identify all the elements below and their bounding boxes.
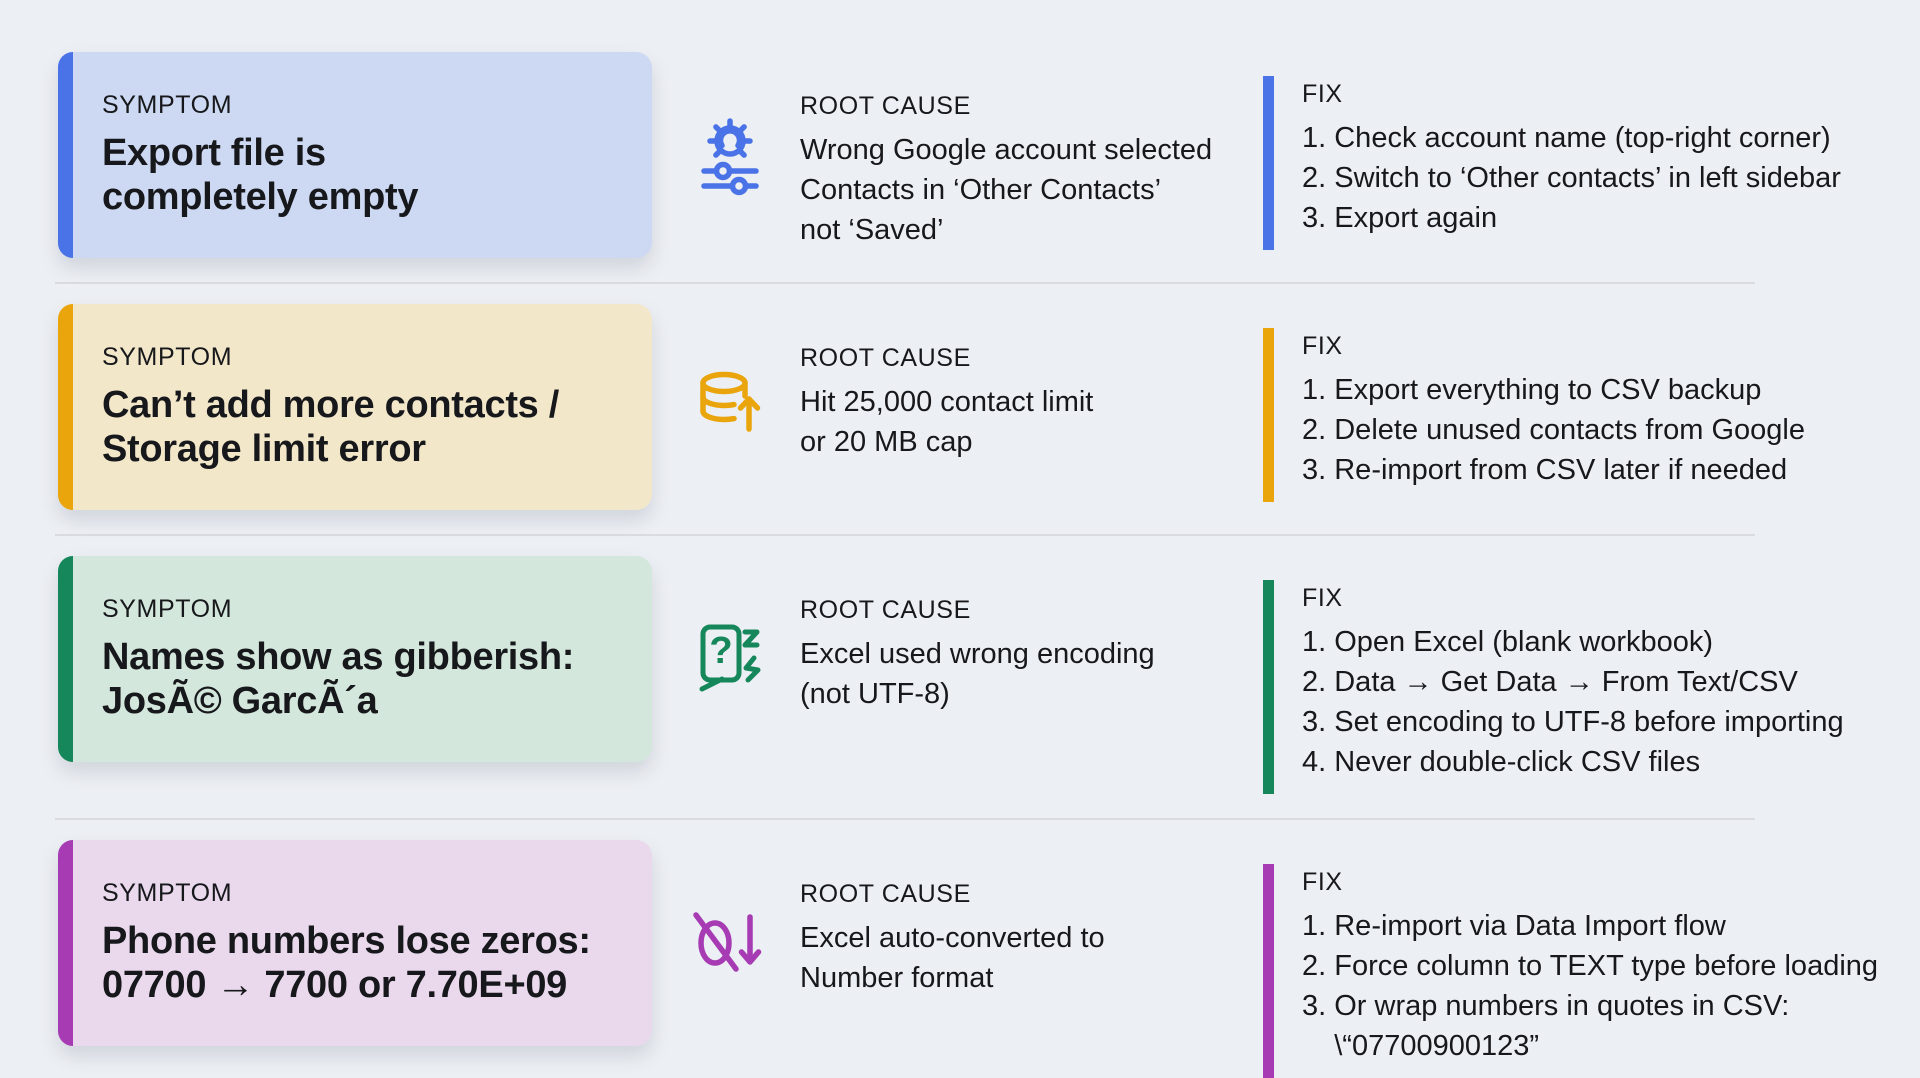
fix-label: FIX (1302, 80, 1343, 108)
symptom-title: Can’t add more contacts / Storage limit … (102, 383, 560, 470)
root-cause-label: ROOT CAUSE (800, 92, 971, 120)
zero-slash-icon (690, 902, 770, 986)
fix-step: 3. Export again (1302, 202, 1498, 235)
fix-step: 2. Delete unused contacts from Google (1302, 414, 1805, 447)
fix-block: FIX 1. Open Excel (blank workbook) 2. Da… (1263, 580, 1844, 795)
gear-sliders-icon (690, 114, 770, 198)
symptom-card: SYMPTOM Export file is completely empty (58, 52, 652, 258)
root-cause-block: ROOT CAUSE Wrong Google account selected… (690, 52, 1225, 250)
root-cause-text-group: ROOT CAUSE Excel used wrong encoding (no… (800, 596, 1155, 714)
fix-step: 3. Set encoding to UTF-8 before importin… (1302, 706, 1844, 739)
symptom-label: SYMPTOM (102, 878, 233, 907)
accent-bar (58, 840, 73, 1047)
row-divider (55, 818, 1755, 821)
fix-step: 2. Force column to TEXT type before load… (1302, 950, 1879, 983)
root-cause-label: ROOT CAUSE (800, 880, 971, 909)
accent-bar (58, 52, 73, 258)
root-cause-label: ROOT CAUSE (800, 344, 971, 372)
troubleshooting-row: SYMPTOM Export file is completely empty (0, 52, 1920, 258)
symptom-card: SYMPTOM Names show as gibberish: JosÃ© G… (58, 556, 652, 762)
symptom-card: SYMPTOM Can’t add more contacts / Storag… (58, 304, 652, 510)
database-capacity-icon (690, 366, 770, 450)
symptom-label: SYMPTOM (102, 90, 233, 119)
fix-label: FIX (1302, 332, 1343, 360)
root-cause-text: Excel auto-converted to Number format (800, 922, 1105, 995)
fix-block: FIX 1. Re-import via Data Import flow 2.… (1263, 864, 1878, 1078)
root-cause-text: Hit 25,000 contact limit or 20 MB cap (800, 386, 1094, 459)
svg-text:?: ? (709, 630, 732, 672)
symptom-label: SYMPTOM (102, 342, 233, 371)
row-divider (55, 282, 1755, 284)
fix-step: 1. Export everything to CSV backup (1302, 374, 1762, 406)
root-cause-label: ROOT CAUSE (800, 596, 971, 624)
troubleshooting-row: SYMPTOM Can’t add more contacts / Storag… (0, 304, 1920, 510)
root-cause-block: ROOT CAUSE Excel auto-converted to Numbe… (690, 840, 1225, 998)
symptom-card: SYMPTOM Phone numbers lose zeros: 07700 … (58, 840, 652, 1047)
symptom-label: SYMPTOM (102, 594, 233, 623)
root-cause-text: Excel used wrong encoding (not UTF-8) (800, 638, 1155, 711)
fix-step: 3. Re-import from CSV later if needed (1302, 454, 1788, 487)
row-divider (55, 534, 1755, 536)
fix-block: FIX 1. Check account name (top-right cor… (1263, 76, 1841, 251)
fix-step: 1. Open Excel (blank workbook) (1302, 626, 1714, 658)
troubleshooting-row: SYMPTOM Names show as gibberish: JosÃ© G… (0, 556, 1920, 795)
root-cause-block: ROOT CAUSE Hit 25,000 contact limit or 2… (690, 304, 1225, 462)
encoding-question-icon: ? (690, 618, 770, 702)
root-cause-text-group: ROOT CAUSE Hit 25,000 contact limit or 2… (800, 344, 1093, 462)
accent-bar (58, 304, 73, 510)
symptom-title: Export file is completely empty (102, 131, 419, 218)
symptom-title: Phone numbers lose zeros: 07700 → 7700 o… (102, 919, 591, 1007)
fix-block: FIX 1. Export everything to CSV backup 2… (1263, 328, 1805, 503)
accent-bar (58, 556, 73, 762)
fix-step: 2. Switch to ‘Other contacts’ in left si… (1302, 162, 1841, 195)
fix-label: FIX (1302, 584, 1343, 612)
fix-step: 2. Data → Get Data → From Text/CSV (1302, 666, 1798, 699)
fix-step: 3. Or wrap numbers in quotes in CSV: \“0… (1302, 990, 1790, 1063)
fix-step: 1. Check account name (top-right corner) (1302, 122, 1831, 154)
root-cause-text-group: ROOT CAUSE Wrong Google account selected… (800, 92, 1212, 250)
troubleshooting-row: SYMPTOM Phone numbers lose zeros: 07700 … (0, 840, 1920, 1078)
fix-step: 1. Re-import via Data Import flow (1302, 910, 1726, 943)
symptom-title: Names show as gibberish: JosÃ© GarcÃ´a (102, 635, 575, 722)
root-cause-text-group: ROOT CAUSE Excel auto-converted to Numbe… (800, 880, 1105, 998)
fix-step: 4. Never double-click CSV files (1302, 746, 1701, 779)
fix-label: FIX (1302, 868, 1343, 897)
root-cause-block: ? ROOT CAUSE Excel used wrong encoding (… (690, 556, 1225, 714)
root-cause-text: Wrong Google account selected Contacts i… (800, 134, 1213, 247)
